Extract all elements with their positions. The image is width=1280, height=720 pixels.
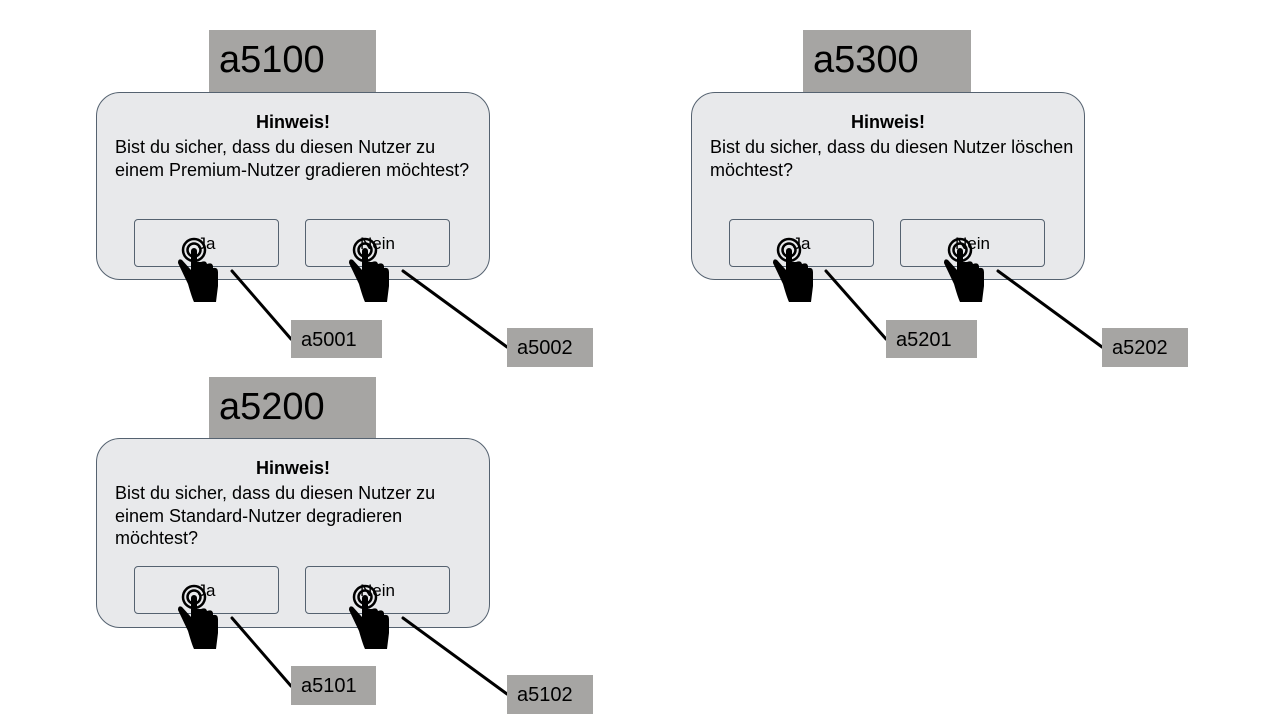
confirm-dialog-a5200: Hinweis! Bist du sicher, dass du diesen … <box>96 438 490 628</box>
callout-a5101: a5101 <box>291 666 376 705</box>
tap-hand-icon <box>349 237 389 302</box>
dialog-message: Bist du sicher, dass du diesen Nutzer zu… <box>115 483 436 548</box>
screen-id-a5300: a5300 <box>803 30 971 92</box>
connector-a5102 <box>401 616 509 696</box>
connector-a5001 <box>230 269 293 341</box>
screen-id-a5100: a5100 <box>209 30 376 92</box>
dialog-title: Hinweis! <box>255 458 330 478</box>
callout-a5001: a5001 <box>291 320 382 358</box>
confirm-dialog-a5300: Hinweis! Bist du sicher, dass du diesen … <box>691 92 1085 280</box>
connector-a5201 <box>824 269 888 341</box>
confirm-dialog-a5100: Hinweis! Bist du sicher, dass du diesen … <box>96 92 490 280</box>
tap-hand-icon <box>944 237 984 302</box>
connector-a5002 <box>401 269 509 349</box>
yes-button[interactable]: Ja <box>134 219 279 267</box>
callout-a5102: a5102 <box>507 675 593 714</box>
tap-hand-icon <box>349 584 389 649</box>
connector-a5202 <box>996 269 1104 349</box>
no-button[interactable]: Nein <box>305 566 450 614</box>
tap-hand-icon <box>178 584 218 649</box>
yes-button[interactable]: Ja <box>729 219 874 267</box>
dialog-title: Hinweis! <box>850 112 925 132</box>
callout-a5202: a5202 <box>1102 328 1188 367</box>
connector-a5101 <box>230 616 293 688</box>
yes-button[interactable]: Ja <box>134 566 279 614</box>
tap-hand-icon <box>773 237 813 302</box>
callout-a5201: a5201 <box>886 320 977 358</box>
dialog-message: Bist du sicher, dass du diesen Nutzer lö… <box>710 137 1074 180</box>
tap-hand-icon <box>178 237 218 302</box>
screen-id-a5200: a5200 <box>209 377 376 439</box>
dialog-message: Bist du sicher, dass du diesen Nutzer zu… <box>115 137 470 180</box>
callout-a5002: a5002 <box>507 328 593 367</box>
dialog-title: Hinweis! <box>255 112 330 132</box>
